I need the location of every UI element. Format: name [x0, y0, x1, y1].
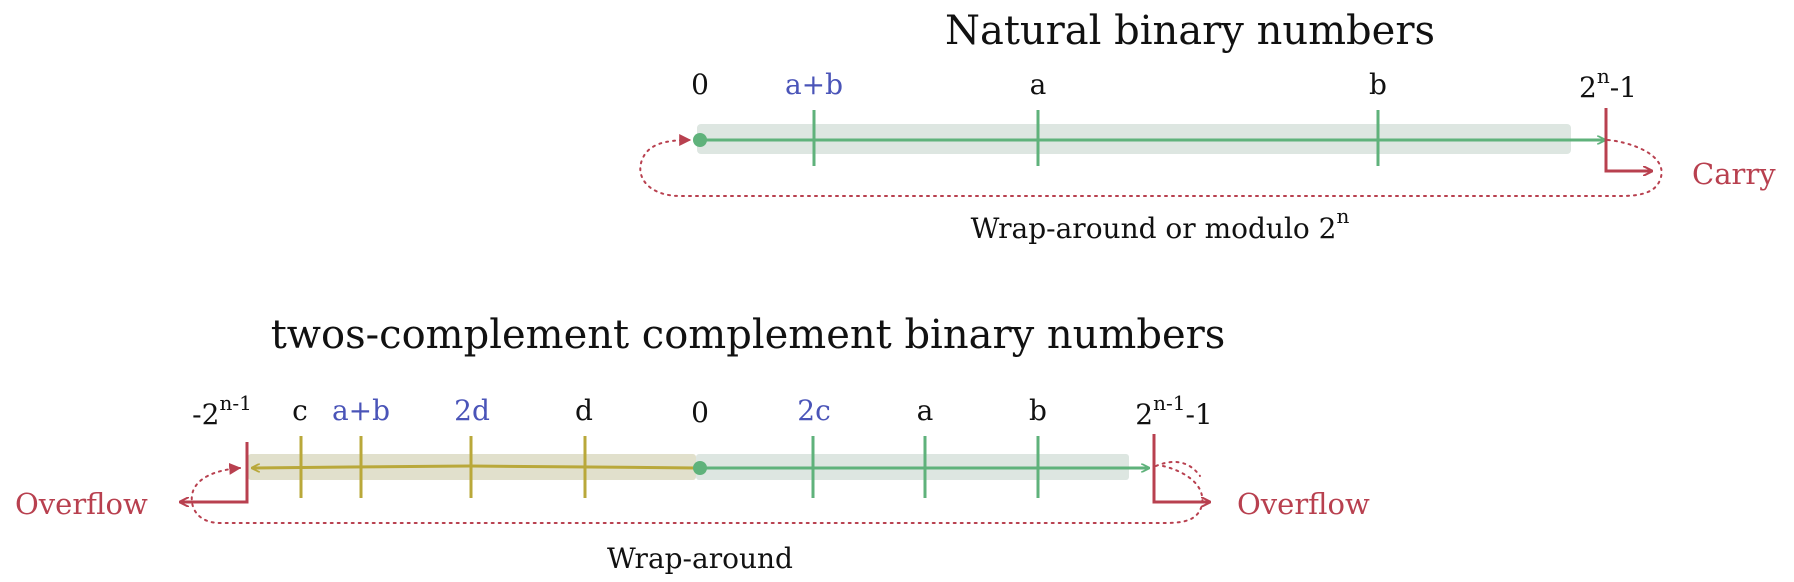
natural-max-base: 2 [1579, 71, 1597, 104]
twos-max-base: 2 [1135, 398, 1153, 431]
twos-max-suffix: -1 [1185, 398, 1212, 431]
natural-max-suffix: -1 [1610, 71, 1637, 104]
twos-overflow-left-label: Overflow [15, 487, 148, 521]
twos-label-c: c [292, 394, 308, 427]
twos-label-zero: 0 [691, 396, 709, 429]
natural-zero-dot [693, 133, 707, 147]
twos-label-2c: 2c [797, 394, 831, 427]
twos-overflow-right-label: Overflow [1237, 487, 1370, 521]
natural-carry-label: Carry [1692, 157, 1776, 191]
natural-carry-bracket [1604, 108, 1652, 171]
natural-label-b: b [1369, 68, 1387, 101]
twos-min-exp: n-1 [219, 391, 251, 415]
twos-label-b: b [1029, 394, 1047, 427]
natural-wrap-text: Wrap-around or modulo 2 [971, 212, 1337, 245]
natural-wrap-around-path [639, 134, 1663, 197]
twos-label-a: a [917, 394, 934, 427]
twos-wrap-label: Wrap-around [607, 542, 793, 575]
twos-max-label: 2n-1-1 [1135, 391, 1212, 431]
twos-title: twos-complement complement binary number… [271, 312, 1226, 358]
twos-wrap-around-path [190, 462, 1204, 524]
twos-label-d: d [575, 394, 593, 427]
natural-number-line: Natural binary numbers 0 a+b a b 2n-1 Ca… [639, 8, 1776, 245]
twos-zero-dot [693, 461, 707, 475]
twos-label-a-plus-b: a+b [332, 394, 390, 427]
natural-label-zero: 0 [691, 68, 709, 101]
natural-title: Natural binary numbers [945, 8, 1435, 54]
twos-right-overflow-bracket [1152, 434, 1210, 502]
twos-number-line: twos-complement complement binary number… [15, 312, 1370, 575]
natural-max-exp: n [1597, 64, 1610, 88]
natural-wrap-label: Wrap-around or modulo 2n [971, 204, 1350, 245]
natural-label-a: a [1030, 68, 1047, 101]
twos-label-2d: 2d [454, 394, 490, 427]
natural-label-a-plus-b: a+b [785, 68, 843, 101]
natural-max-label: 2n-1 [1579, 64, 1637, 104]
twos-min-prefix: -2 [192, 398, 219, 431]
twos-left-wrap-stub [1155, 460, 1201, 477]
twos-left-overflow-bracket [180, 442, 249, 502]
twos-min-label: -2n-1 [192, 391, 252, 431]
natural-wrap-exp: n [1336, 204, 1349, 228]
twos-max-exp: n-1 [1153, 391, 1185, 415]
